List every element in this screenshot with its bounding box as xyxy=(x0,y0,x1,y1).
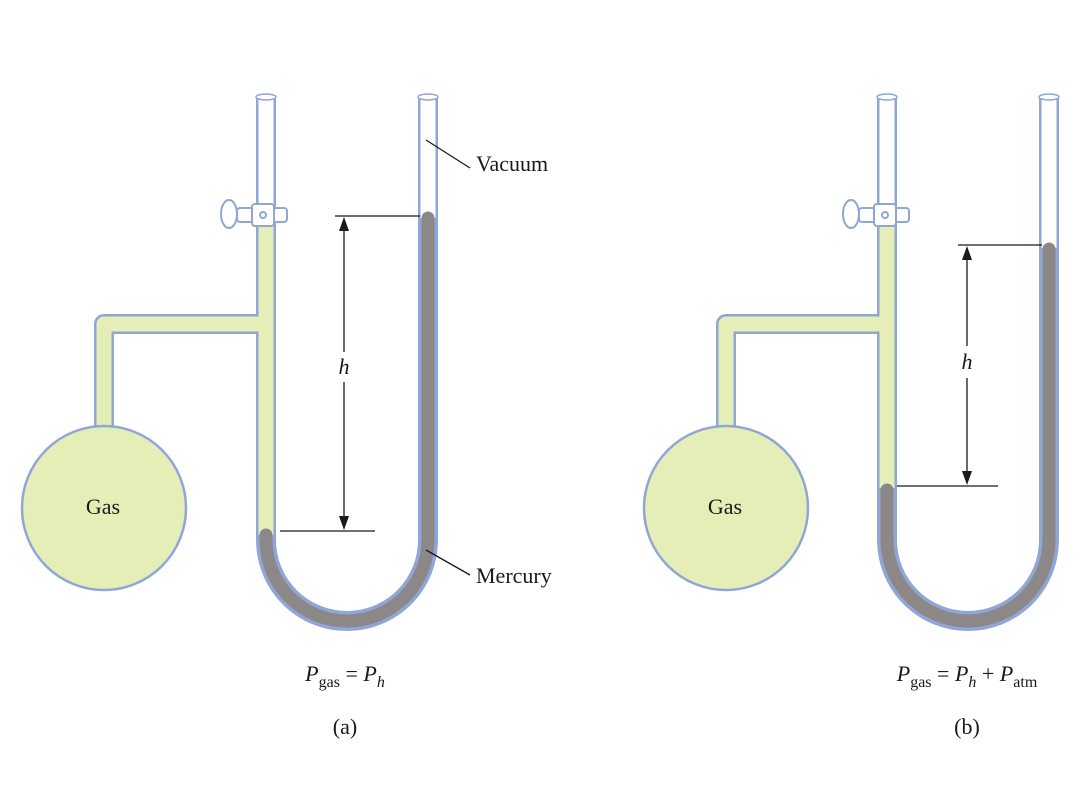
mercury-label: Mercury xyxy=(476,563,552,588)
mercury-column-b xyxy=(880,242,1056,628)
gas-label-b: Gas xyxy=(708,494,742,519)
height-label-a: h xyxy=(339,354,350,379)
gas-label-a: Gas xyxy=(86,494,120,519)
gas-bulb-b xyxy=(642,424,810,592)
equation-a: Pgas = Ph xyxy=(304,661,385,691)
vacuum-label: Vacuum xyxy=(476,151,548,176)
height-marker-a xyxy=(280,215,420,532)
manometer-b: Gas h Pgas = Ph + Patm (b) xyxy=(642,93,1060,739)
gas-bulb-a xyxy=(20,424,188,592)
mercury-column-a xyxy=(259,211,435,628)
height-label-b: h xyxy=(962,349,973,374)
height-marker-b xyxy=(897,244,1042,487)
manometer-a: Gas h Vacuum Mercury Pgas = Ph (a) xyxy=(20,93,552,739)
caption-b: (b) xyxy=(954,714,980,739)
stopcock-valve-b xyxy=(842,199,910,229)
stopcock-valve-a xyxy=(220,199,288,229)
equation-b: Pgas = Ph + Patm xyxy=(896,661,1038,691)
caption-a: (a) xyxy=(333,714,357,739)
